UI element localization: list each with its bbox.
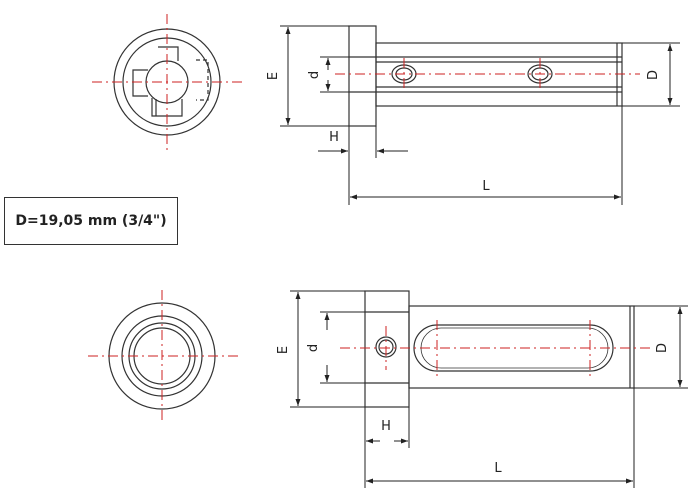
bottom-side-view <box>364 290 635 408</box>
top-end-centerlines <box>92 14 242 152</box>
top-label-L: L <box>482 179 490 194</box>
bottom-label-E: E <box>276 346 291 354</box>
top-label-d: d <box>307 71 322 79</box>
bottom-end-centerlines <box>88 290 238 424</box>
bottom-label-d: d <box>306 344 321 352</box>
top-label-E: E <box>266 72 281 80</box>
top-label-H: H <box>329 130 339 145</box>
bottom-dimensions <box>290 290 688 488</box>
top-label-D: D <box>646 70 661 80</box>
bottom-side-centerlines <box>340 320 650 376</box>
top-side-view <box>348 25 623 127</box>
bottom-label-L: L <box>494 461 502 476</box>
bottom-label-D: D <box>655 343 670 353</box>
spec-text: D=19,05 mm (3/4") <box>15 213 167 229</box>
spec-box: D=19,05 mm (3/4") <box>4 197 178 245</box>
top-dimensions <box>280 25 680 205</box>
top-side-centerlines <box>335 58 640 90</box>
bottom-label-H: H <box>381 419 391 434</box>
